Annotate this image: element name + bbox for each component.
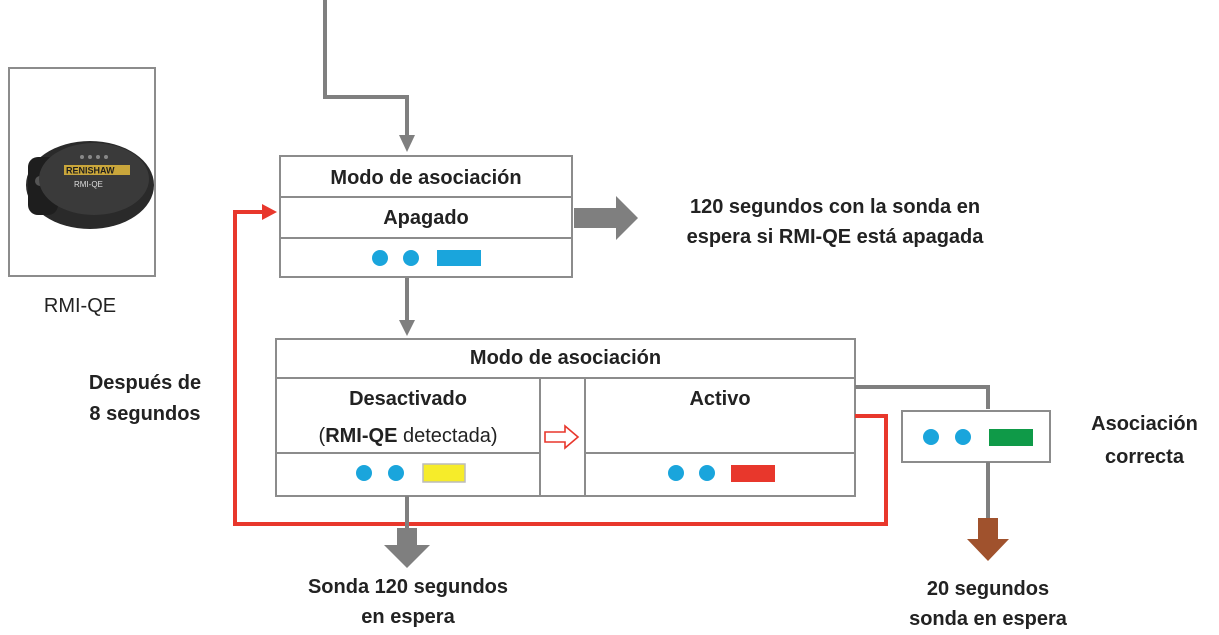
success-flow-line [855,385,990,409]
success-standby-arrow [967,518,1009,561]
svg-text:RENISHAW: RENISHAW [66,166,115,176]
transition-arrow [544,424,580,450]
led-blue-dot [372,250,388,266]
rmi-qe-device-image: RENISHAW RMI-QE [8,67,156,277]
rmi-qe-device-icon: RENISHAW RMI-QE [26,141,154,229]
pairing-success-box [901,410,1051,463]
led-blue-dot [668,465,684,481]
led-blue-bar [437,250,481,266]
led-blue-dot [403,250,419,266]
box1-title: Modo de asociación [330,167,522,189]
pairing-mode-box [275,338,856,497]
box1-to-box2-arrow-head [399,320,415,336]
box2-right-state: Activo [689,388,751,410]
svg-text:RMI-QE: RMI-QE [74,180,103,189]
timeout-note: Después de 8 segundos [88,372,202,425]
standby-arrow [384,528,430,568]
led-blue-dot [356,465,372,481]
led-blue-dot [699,465,715,481]
led-green-bar [989,429,1033,446]
incoming-arrow-head [399,135,415,152]
device-label: RMI-QE [43,295,117,317]
timeout-return-line [233,210,888,526]
led-blue-dot [923,429,939,445]
led-yellow-bar [422,463,466,483]
off-standby-note: 120 segundos con la sonda en espera si R… [686,196,984,248]
box2-left-state: Desactivado [349,388,467,410]
led-red-bar [731,465,775,482]
pairing-mode-off-box [279,155,573,278]
off-standby-arrow [574,196,638,240]
standby-note: Sonda 120 segundos en espera [307,576,509,628]
led-blue-dot [955,429,971,445]
success-note: Asociación correcta [1091,413,1198,468]
box2-left-detail: (RMI-QE detectada) [318,425,498,447]
success-standby-note: 20 segundos sonda en espera [909,578,1067,630]
box1-state: Apagado [383,207,469,229]
box2-title: Modo de asociación [469,347,662,369]
timeout-return-arrow-head [262,204,277,220]
led-blue-dot [388,465,404,481]
incoming-flow-line [323,0,409,135]
